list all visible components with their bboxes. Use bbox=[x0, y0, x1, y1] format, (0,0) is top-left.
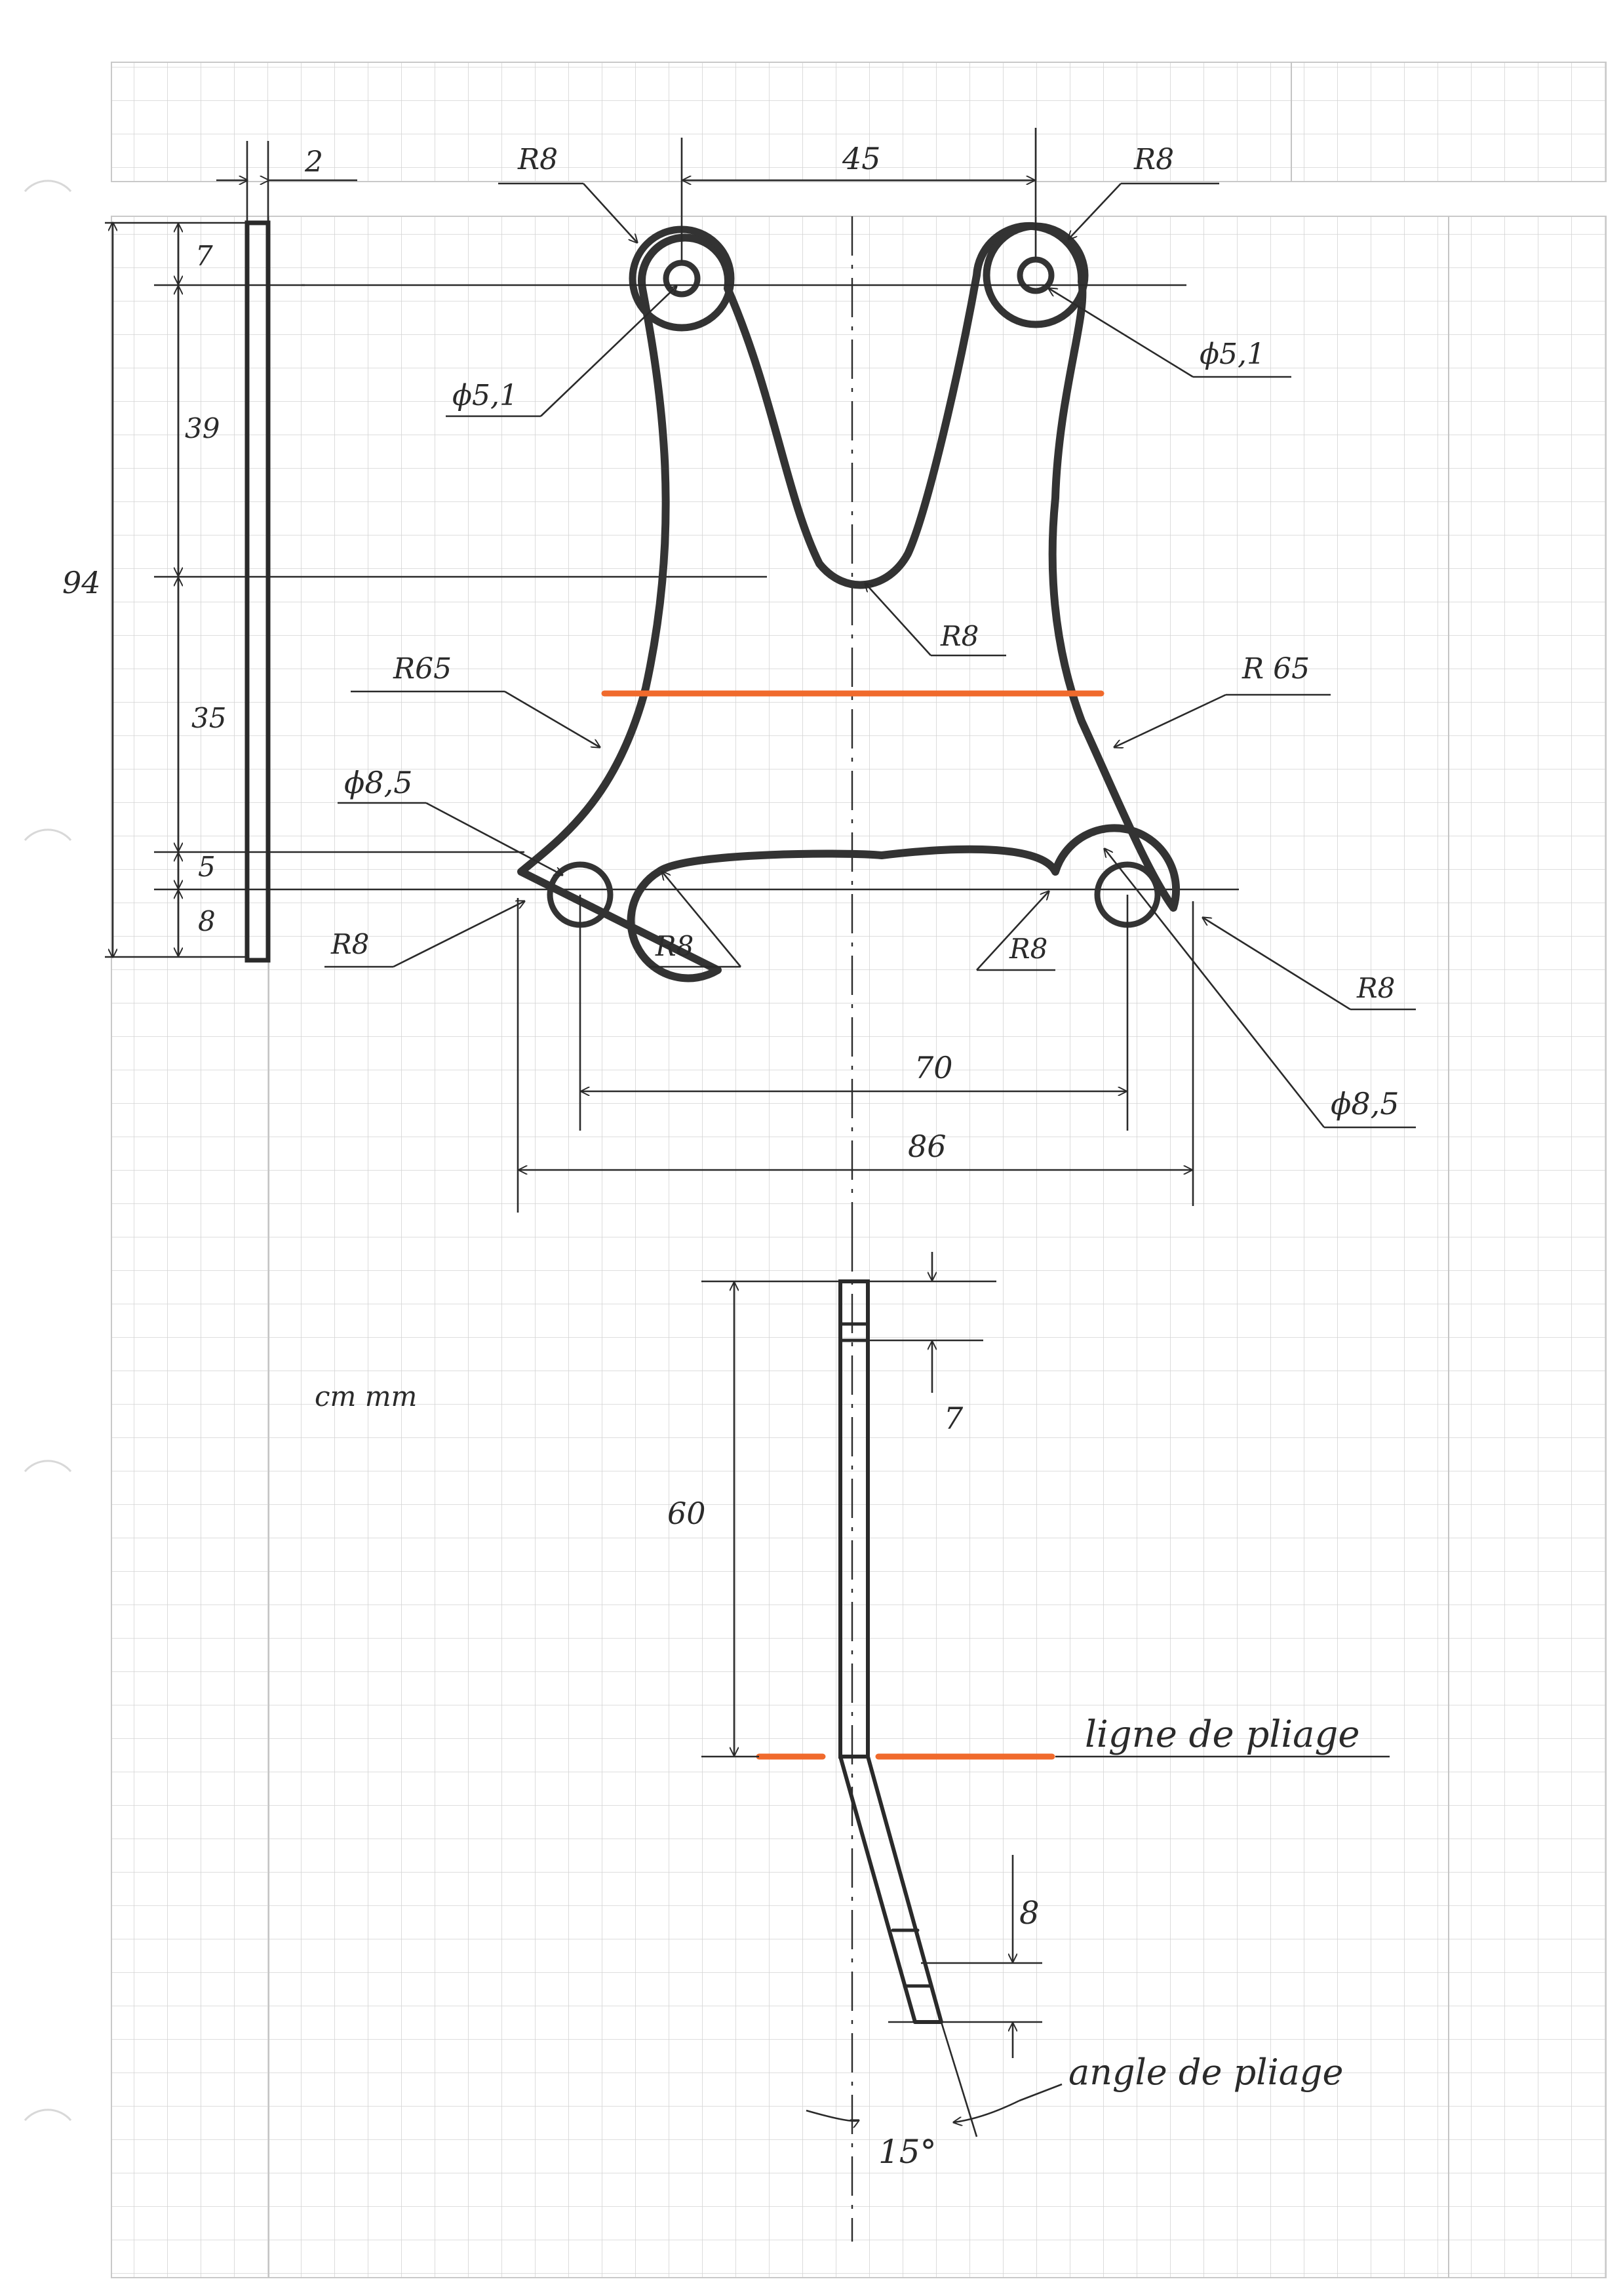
top-hole-left-label: ϕ5,1 bbox=[452, 379, 518, 412]
side-8-label: 8 bbox=[1019, 1895, 1040, 1932]
overall-width-label: 86 bbox=[908, 1129, 947, 1164]
seg-8-label: 8 bbox=[198, 905, 216, 937]
inner-radius-left-label: R8 bbox=[655, 930, 694, 962]
seg-5-label: 5 bbox=[198, 851, 216, 883]
corner-radius-left-label: R8 bbox=[330, 928, 369, 960]
front-view-part: 45 R8 R8 ϕ5,1 ϕ5,1 R8 R65 R 65 ϕ8,5 bbox=[302, 128, 1416, 1232]
top-radius-left-label: R8 bbox=[517, 143, 558, 176]
punch-hole bbox=[24, 1460, 72, 1472]
hole-spacing-top-label: 45 bbox=[842, 141, 881, 176]
thickness-label: 2 bbox=[304, 146, 323, 179]
corner-radius-right-label: R8 bbox=[1356, 972, 1395, 1004]
side-60-label: 60 bbox=[667, 1496, 706, 1531]
punch-hole bbox=[24, 180, 72, 192]
side-7-label: 7 bbox=[944, 1401, 964, 1436]
inner-radius-right-label: R8 bbox=[1009, 933, 1047, 965]
notch-radius-label: R8 bbox=[940, 620, 979, 652]
bottom-hole-left-label: ϕ8,5 bbox=[344, 765, 413, 800]
grid-body bbox=[111, 216, 1607, 2278]
bottom-hole-spacing-label: 70 bbox=[914, 1050, 953, 1085]
top-hole-right-label: ϕ5,1 bbox=[1200, 338, 1265, 371]
side-radius-right-label: R 65 bbox=[1242, 652, 1310, 686]
punch-hole bbox=[24, 2109, 72, 2121]
bottom-hole-right-label: ϕ8,5 bbox=[1331, 1086, 1399, 1121]
bent-side-view: ligne de pliage 60 7 8 15° angle de plia… bbox=[667, 1232, 1390, 2242]
grid-header bbox=[111, 62, 1607, 182]
seg-35-label: 35 bbox=[191, 702, 226, 734]
seg-39-label: 39 bbox=[185, 412, 220, 444]
seg-7-label: 7 bbox=[195, 240, 213, 272]
top-radius-right-label: R8 bbox=[1133, 143, 1174, 176]
bend-angle-label: 15° bbox=[878, 2133, 937, 2171]
side-view-plate: 2 94 7 39 35 5 8 bbox=[62, 141, 1239, 963]
side-radius-left-label: R65 bbox=[393, 652, 452, 686]
units-note: cm mm bbox=[315, 1380, 417, 1412]
fold-line-label: ligne de pliage bbox=[1085, 1713, 1360, 1756]
overall-height-label: 94 bbox=[62, 565, 101, 600]
punch-hole bbox=[24, 828, 72, 841]
fold-angle-label: angle de pliage bbox=[1068, 2052, 1343, 2093]
